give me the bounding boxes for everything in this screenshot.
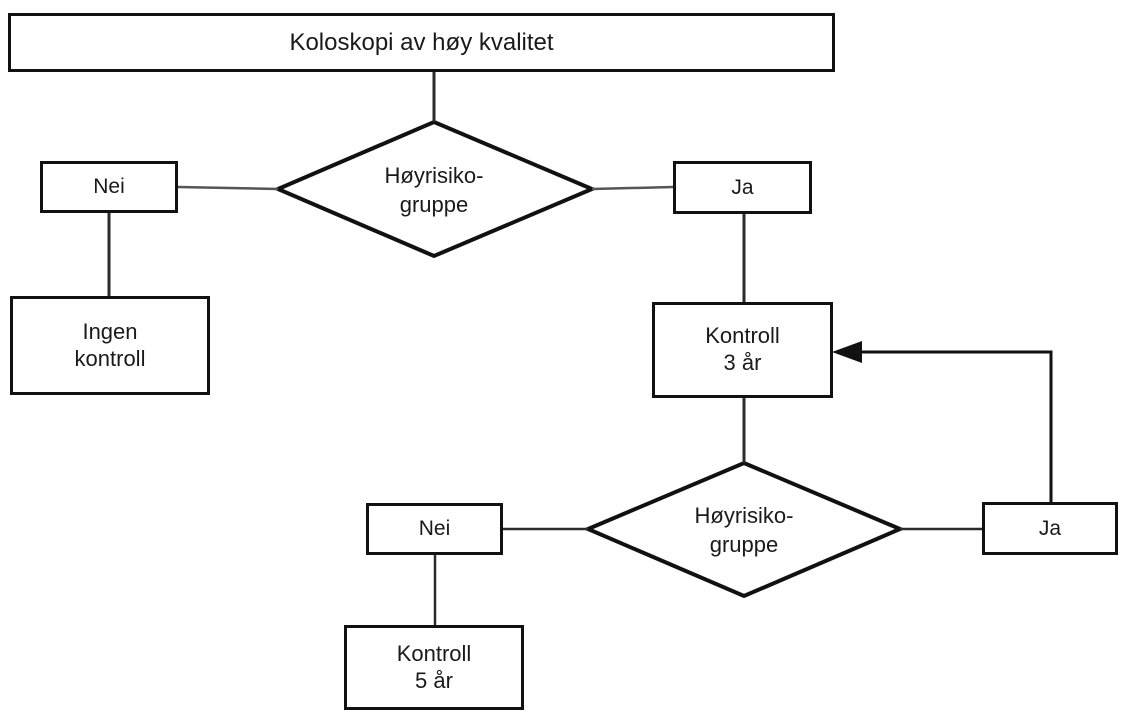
node-branch-2-no[interactable]: Nei [366, 503, 503, 555]
node-branch-2-yes[interactable]: Ja [982, 502, 1118, 555]
node-branch-1-no-label: Nei [93, 175, 125, 199]
node-kontroll-3-ar[interactable]: Kontroll 3 år [652, 302, 833, 398]
node-branch-2-no-label: Nei [418, 517, 451, 541]
node-branch-1-yes-label: Ja [731, 175, 754, 199]
node-title-box[interactable]: Koloskopi av høy kvalitet [8, 13, 835, 72]
node-ingen-kontroll-label: Ingen kontroll [74, 318, 146, 371]
edge-decision1-to-no [177, 185, 279, 191]
decision-2-diamond-shape [582, 460, 906, 599]
edge-feedback-loop-to-kontroll3 [844, 350, 1053, 502]
node-kontroll-3-ar-label: Kontroll 3 år [705, 323, 780, 375]
node-branch-1-no[interactable]: Nei [40, 161, 178, 213]
node-kontroll-5-ar[interactable]: Kontroll 5 år [344, 625, 524, 710]
node-kontroll-5-ar-label: Kontroll 5 år [396, 640, 472, 693]
decision-1-diamond-shape [272, 119, 598, 259]
node-ingen-kontroll[interactable]: Ingen kontroll [10, 296, 210, 395]
feedback-arrowhead-icon [832, 341, 862, 363]
node-branch-2-yes-label: Ja [1038, 516, 1062, 540]
node-title-label: Koloskopi av høy kvalitet [289, 28, 554, 56]
node-branch-1-yes[interactable]: Ja [673, 161, 812, 214]
edge-decision1-to-yes [591, 185, 674, 191]
